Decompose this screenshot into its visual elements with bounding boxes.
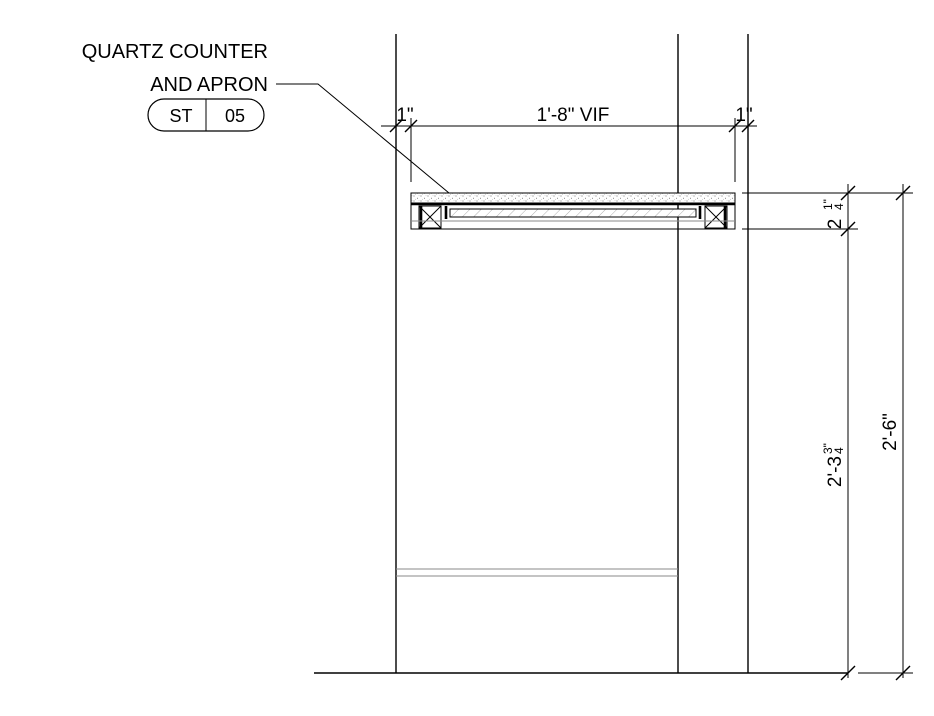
- counter-thickness-den: 4: [832, 203, 846, 210]
- support-rail: [449, 208, 697, 218]
- counter-thickness-num: 1": [821, 199, 835, 210]
- material-tag-number: 05: [225, 106, 245, 126]
- height-to-counter-whole: 2'-3: [825, 456, 846, 487]
- callout-line-1: QUARTZ COUNTER: [82, 41, 268, 63]
- height-to-counter-num: 3": [821, 443, 835, 454]
- lower-shelf: [396, 568, 678, 577]
- height-to-counter-den: 4: [832, 447, 846, 454]
- callout-line-2: AND APRON: [150, 74, 268, 96]
- right-blocking: [698, 205, 728, 229]
- left-gap-dimension: 1": [396, 105, 413, 126]
- left-blocking: [418, 205, 448, 229]
- width-dimension-label: 1'-8" VIF: [537, 105, 610, 126]
- width-dimension: 1" 1'-8" VIF 1": [381, 105, 757, 182]
- overall-height-label: 2'-6": [880, 413, 901, 451]
- material-tag: ST 05: [147, 98, 265, 132]
- quartz-counter: [410, 192, 736, 230]
- material-tag-code: ST: [169, 106, 192, 126]
- counter-thickness-whole: 2: [825, 219, 846, 230]
- right-gap-dimension: 1": [735, 105, 752, 126]
- inner-vertical-dimension: 2 1" 4 2'-3 3" 4: [742, 184, 858, 681]
- callout-leader: [276, 83, 450, 194]
- overall-height-dimension: 2'-6": [858, 184, 913, 681]
